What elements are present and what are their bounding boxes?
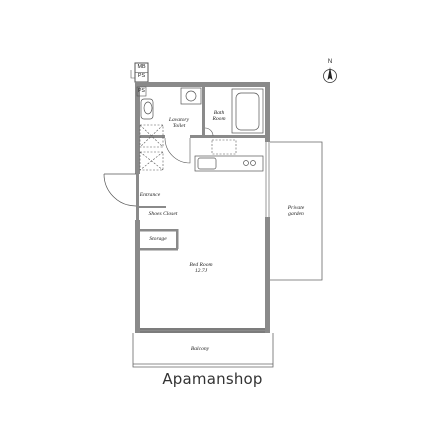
garden-label-line2: garden bbox=[288, 211, 304, 218]
ps-top-label: PS bbox=[137, 73, 146, 79]
ps-side-label: PS bbox=[138, 88, 145, 94]
lavatory-door bbox=[164, 137, 191, 164]
bath-label-line1: Bath bbox=[213, 110, 225, 116]
fridge-space bbox=[211, 139, 237, 155]
entrance-door bbox=[103, 173, 137, 207]
lavatory-label: Lavatory Toilet bbox=[160, 117, 198, 130]
compass-label: N bbox=[327, 59, 333, 65]
bath-door bbox=[204, 127, 214, 137]
exterior-walls bbox=[135, 82, 270, 333]
storage-label: Storage bbox=[149, 236, 167, 242]
balcony-window bbox=[140, 328, 265, 333]
bathtub bbox=[231, 88, 264, 134]
mb-label: MB bbox=[137, 64, 146, 70]
garden-label: Private garden bbox=[276, 205, 316, 218]
bedroom-name: Bed Room bbox=[189, 262, 213, 268]
washer-area bbox=[139, 124, 164, 171]
bedroom-label: Bed Room 12.7J bbox=[180, 262, 222, 275]
balcony-label: Balcony bbox=[190, 346, 210, 352]
north-compass-icon: N bbox=[318, 59, 342, 88]
garden-window bbox=[265, 142, 270, 217]
brand-logo-text: Apamanshop bbox=[162, 370, 263, 388]
interior-walls bbox=[136, 87, 265, 251]
lavatory-fixtures bbox=[140, 87, 202, 120]
shoes-closet-label: Shoes Closet bbox=[148, 211, 178, 217]
bedroom-size: 12.7J bbox=[194, 268, 208, 275]
lavatory-label-line2: Toilet bbox=[172, 123, 186, 130]
garden-label-line1: Private bbox=[287, 205, 305, 211]
entrance-label: Entrance bbox=[139, 192, 161, 198]
balcony bbox=[132, 333, 274, 368]
ps-box bbox=[136, 86, 147, 97]
lavatory-label-line1: Lavatory bbox=[168, 117, 190, 123]
kitchen-counter bbox=[194, 155, 264, 172]
bath-label: Bath Room bbox=[208, 110, 230, 123]
private-garden bbox=[270, 141, 323, 281]
bath-label-line2: Room bbox=[212, 116, 226, 123]
